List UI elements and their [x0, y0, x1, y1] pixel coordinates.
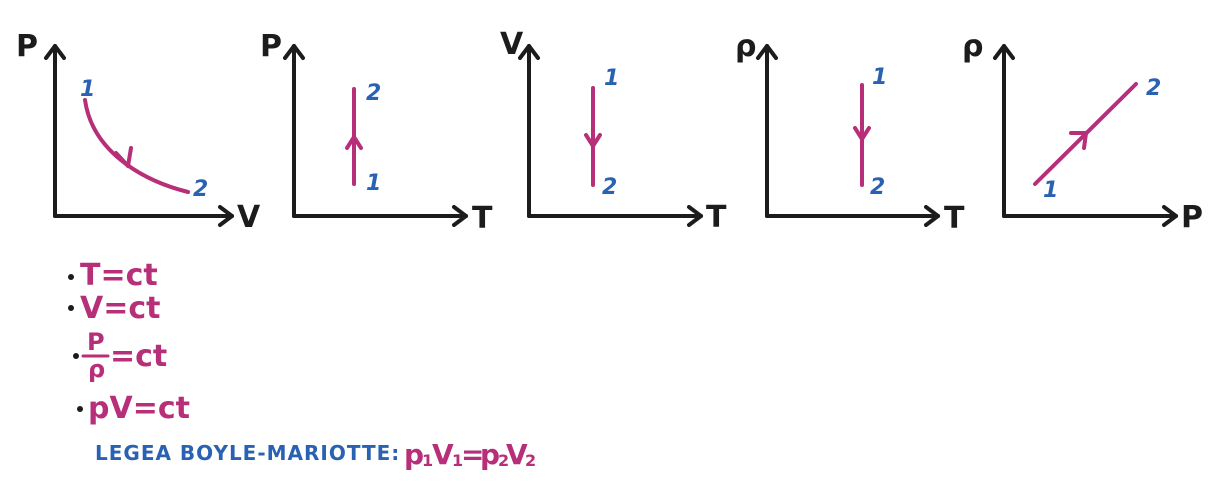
law-p2-subscript: 2: [498, 451, 509, 470]
formula-t-const: T=ct: [80, 258, 158, 293]
law-v2: V: [506, 438, 528, 471]
graph-p-t: P T 2 1: [260, 29, 493, 236]
graph-2-point-1-label: 1: [366, 171, 381, 196]
law-equals: =: [461, 438, 484, 471]
graph-1-x-label: V: [237, 200, 261, 235]
formula-fraction-numerator: P: [87, 328, 105, 356]
graph-2-x-label: T: [472, 201, 493, 236]
graph-5-point-2-label: 2: [1146, 76, 1161, 101]
graph-2-point-2-label: 2: [366, 81, 381, 106]
graph-5-x-label: P: [1181, 200, 1203, 235]
formula-pv-const: pV=ct: [88, 391, 190, 426]
graph-4-y-axis-arrowhead: [756, 44, 778, 60]
graph-1-y-label: P: [16, 29, 38, 64]
graph-4-direction-arrow: [853, 126, 871, 141]
graph-4-x-axis-arrowhead: [924, 205, 940, 227]
bullet-2: [68, 305, 74, 311]
graph-2-y-label: P: [260, 29, 282, 64]
law-v2-subscript: 2: [525, 451, 536, 470]
formula-fraction-rhs: =ct: [110, 339, 167, 374]
boyle-mariotte-law: LEGEA BOYLE-MARIOTTE: p 1 V 1 = p 2 V 2: [95, 438, 536, 471]
graph-rho-p: ρ P 1 2: [962, 29, 1203, 235]
bullet-3: [73, 353, 79, 359]
law-name: LEGEA BOYLE-MARIOTTE:: [95, 441, 400, 465]
graph-1-x-axis-arrowhead: [218, 205, 234, 227]
law-v1: V: [432, 438, 454, 471]
graph-5-direction-arrow: [1069, 131, 1088, 150]
graph-3-direction-arrow: [584, 133, 602, 148]
graph-p-v: P V 1 2: [16, 29, 261, 235]
graph-5-y-label: ρ: [962, 29, 983, 64]
graph-4-point-2-label: 2: [870, 175, 885, 200]
law-p1-subscript: 1: [422, 451, 433, 470]
law-p1: p: [404, 438, 424, 471]
graph-4-point-1-label: 1: [872, 65, 887, 90]
graph-5-x-axis-arrowhead: [1162, 205, 1178, 227]
graph-4-x-label: T: [944, 201, 965, 236]
graph-5-point-1-label: 1: [1043, 178, 1058, 203]
graph-3-x-label: T: [706, 200, 727, 235]
graph-1-direction-arrow: [114, 146, 133, 168]
graph-1-point-2-label: 2: [193, 177, 208, 202]
graph-4-y-label: ρ: [735, 29, 756, 64]
graph-2-y-axis-arrowhead: [283, 44, 305, 60]
graph-1-point-1-label: 1: [80, 77, 95, 102]
formula-fraction-denominator: ρ: [88, 355, 105, 383]
graph-1-y-axis-arrowhead: [44, 44, 66, 60]
law-v1-subscript: 1: [452, 451, 463, 470]
graph-1-curve: [83, 98, 190, 194]
graph-rho-t: ρ T 1 2: [735, 29, 965, 236]
bullet-1: [68, 274, 74, 280]
graph-2-direction-arrow: [345, 135, 363, 150]
graph-3-y-label: V: [500, 27, 524, 62]
graph-2-x-axis-arrowhead: [452, 205, 468, 227]
graph-v-t: V T 1 2: [500, 27, 727, 235]
graph-5-y-axis-arrowhead: [993, 44, 1015, 60]
formula-v-const: V=ct: [80, 291, 160, 326]
formula-list: T=ct V=ct P ρ =ct pV=ct: [68, 258, 190, 426]
graph-3-point-2-label: 2: [602, 175, 617, 200]
bullet-4: [77, 406, 83, 412]
graph-3-y-axis-arrowhead: [518, 44, 540, 60]
law-p2: p: [480, 438, 500, 471]
graph-3-x-axis-arrowhead: [687, 205, 703, 227]
graph-3-point-1-label: 1: [604, 66, 619, 91]
